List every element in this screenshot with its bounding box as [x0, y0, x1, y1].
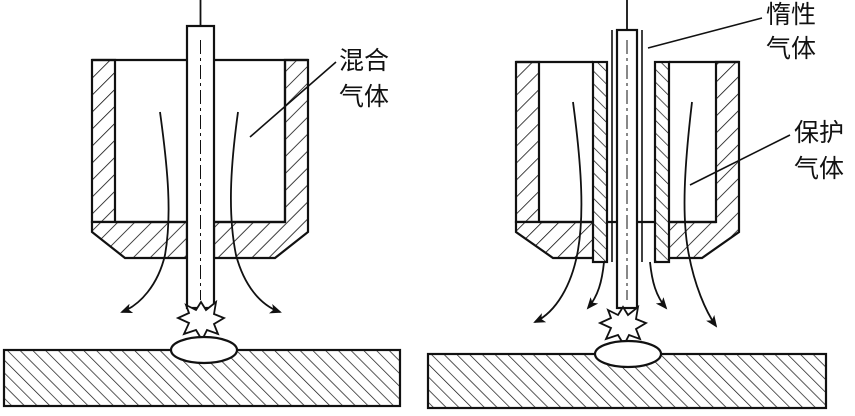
right-gas-arrows	[533, 101, 718, 328]
right-outer-nozzle	[514, 60, 741, 260]
shield-gas-label-line2: 气体	[794, 154, 845, 183]
right-arc-spark	[597, 304, 649, 347]
left-label-leader	[249, 61, 337, 138]
right-workpiece	[426, 339, 828, 410]
left-workpiece	[2, 335, 402, 408]
inert-gas-label-line1: 惰性	[766, 0, 817, 29]
left-gas-label-line1: 混合	[339, 46, 390, 75]
left-gas-arrows	[120, 111, 282, 314]
left-electrode	[185, 0, 216, 310]
right-inner-nozzle	[591, 60, 671, 264]
left-arc-spark	[175, 299, 227, 342]
right-electrode	[611, 0, 643, 310]
left-gas-label-line2: 气体	[339, 82, 390, 111]
shield-gas-label-line1: 保护	[794, 118, 845, 147]
right-inert-leader	[647, 17, 763, 49]
inert-gas-label-line2: 气体	[766, 34, 817, 63]
right-shield-leader	[689, 134, 791, 186]
